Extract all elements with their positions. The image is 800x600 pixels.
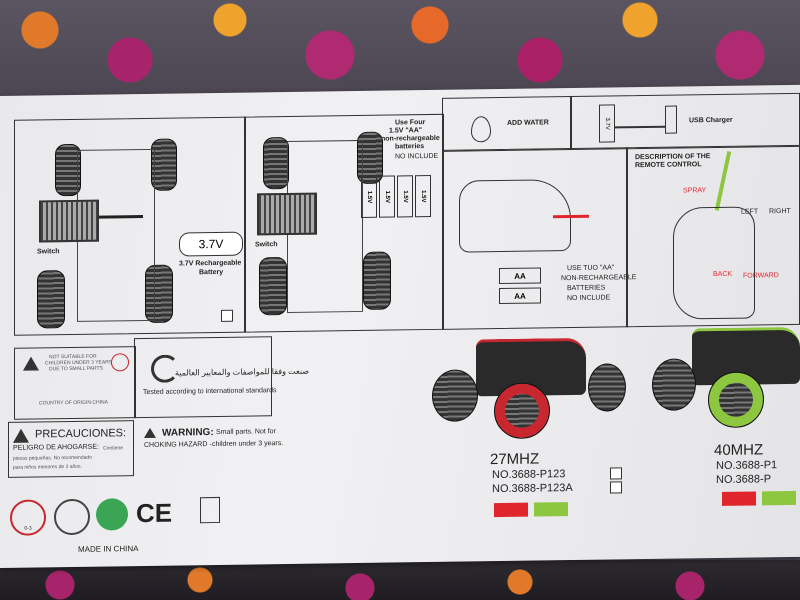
small-parts-warning: NOT SUITABLE FOR CHILDREN UNDER 3 YEARS …: [14, 346, 136, 420]
back-label: BACK: [713, 270, 733, 279]
wheel-icon: [263, 136, 289, 190]
right-label: RIGHT: [769, 207, 791, 216]
color-swatch-green: [762, 490, 796, 506]
usb-charger-label: USB Charger: [689, 116, 733, 125]
wheel-icon: [432, 369, 478, 422]
remote-controller-outline: [673, 206, 755, 320]
switch-label: Switch: [255, 241, 278, 249]
remote-description-title: DESCRIPTION OF THE: [635, 153, 711, 162]
standards-box: صنعت وفقا للمواصفات والمعايير العالمية T…: [134, 336, 309, 419]
aa-note: 1.5V "AA": [389, 127, 423, 135]
wheel-icon: [494, 382, 550, 440]
precauciones-line: piezas pequeñas. No recomendado: [13, 454, 92, 462]
no-children-icon: [111, 353, 129, 372]
country-line: COUNTRY OF ORIGIN:CHINA: [39, 399, 108, 407]
left-label: LEFT: [741, 208, 759, 216]
aa-note: Use Four: [395, 119, 426, 127]
battery-icon: 3.7V: [179, 231, 243, 257]
water-drop-icon: [471, 116, 491, 143]
battery-caption: 3.7V Rechargeable: [179, 259, 242, 268]
wheel-icon: [588, 363, 626, 412]
battery-pack-icon: [39, 199, 99, 243]
remote-description-panel: DESCRIPTION OF THE REMOTE CONTROL SPRAY …: [626, 144, 800, 328]
wheel-icon: [37, 270, 65, 329]
aa-cell: 1.5V: [361, 175, 377, 218]
controller-battery-caption: NO INCLUDE: [567, 294, 611, 303]
arrow-icon: [553, 214, 589, 219]
battery-caption: Battery: [199, 268, 224, 277]
battery-voltage-label: 3.7V: [198, 236, 224, 252]
product-frequency: 27MHZ: [490, 450, 540, 469]
wheel-icon: [363, 251, 391, 310]
precauciones-box: PRECAUCIONES: PELIGRO DE AHOGARSE: Conti…: [8, 420, 134, 478]
controller-battery-caption: BATTERIES: [567, 284, 606, 293]
recycle-icon: [54, 498, 90, 536]
aa-install-panel: Switch Use Four 1.5V "AA" non-rechargeab…: [244, 113, 444, 333]
aa-note: non-rechargeable: [381, 134, 440, 143]
standards-english: Tested according to international standa…: [143, 387, 277, 397]
aa-cell: 1.5V: [379, 175, 395, 218]
color-swatch-red: [494, 502, 528, 518]
add-water-label: ADD WATER: [507, 119, 549, 127]
product-frequency: 40MHZ: [714, 441, 764, 460]
aa-note: NO INCLUDE: [395, 152, 439, 161]
color-swatch-red: [722, 491, 756, 506]
battery-install-panel: Switch 3.7V 3.7V Rechargeable Battery: [14, 116, 246, 336]
ce-mark: CE: [136, 497, 173, 529]
switch-label: Switch: [37, 248, 60, 256]
precauciones-line: para niños menores de 3 años.: [13, 463, 82, 471]
antenna-icon: [714, 151, 732, 211]
precauciones-line: PELIGRO DE AHOGARSE:: [13, 443, 99, 452]
age-restriction-icon: 0-3: [10, 499, 46, 536]
arrow-icon: [99, 215, 143, 219]
green-dot-icon: [96, 498, 128, 531]
controller-battery-caption: USE TUO "AA": [567, 264, 615, 273]
choking-label: CHOKING HAZARD -: [144, 441, 212, 449]
warning-line: Small parts. Not for: [216, 428, 276, 436]
product-model: NO.3688-P1: [716, 459, 778, 473]
choking-line: children under 3 years.: [212, 440, 284, 449]
add-water-panel: ADD WATER: [442, 96, 572, 152]
model-checkbox[interactable]: [610, 481, 622, 494]
wheel-icon: [708, 371, 764, 429]
aa-cell: 1.5V: [397, 175, 413, 218]
aa-cell: 1.5V: [415, 174, 431, 218]
forward-label: FORWARD: [743, 272, 779, 280]
spray-label: SPRAY: [683, 187, 707, 195]
warning-triangle-icon: [144, 427, 156, 438]
aa-note: batteries: [395, 143, 425, 151]
usb-plug-icon: [665, 105, 677, 134]
color-swatch-green: [534, 502, 568, 517]
wheel-icon: [652, 358, 696, 411]
usb-battery-icon: 3.7V: [599, 104, 615, 143]
model-checkbox[interactable]: [610, 467, 622, 480]
aa-cell: AA: [499, 287, 541, 305]
fabric-background-bottom: [0, 560, 800, 600]
product-model: NO.3688-P123A: [492, 482, 573, 496]
standards-arabic: صنعت وفقا للمواصفات والمعايير العالمية: [175, 366, 310, 378]
product-model: NO.3688-P123: [492, 468, 566, 482]
usb-charger-panel: 3.7V USB Charger: [570, 92, 800, 151]
usb-cable-icon: [615, 125, 665, 129]
battery-pack-icon: [257, 192, 317, 236]
checkbox: [221, 309, 233, 322]
made-in-label: MADE IN CHINA: [78, 544, 139, 554]
aa-cell: AA: [499, 267, 541, 285]
precauciones-title: PRECAUCIONES:: [35, 427, 127, 441]
small-parts-line: DUE TO SMALL PARTS: [49, 365, 103, 373]
warning-triangle-icon: [23, 356, 39, 371]
remote-description-title: REMOTE CONTROL: [635, 161, 702, 170]
weee-bin-icon: [200, 496, 220, 524]
controller-batteries-panel: AA AA USE TUO "AA" NON-RECHARGEABLE BATT…: [442, 147, 636, 330]
product-model: NO.3688-P: [716, 473, 772, 487]
product-image-red-truck: [432, 331, 626, 440]
wheel-icon: [259, 256, 287, 316]
product-box: Switch 3.7V 3.7V Rechargeable Battery Sw…: [0, 84, 800, 569]
warning-title: WARNING:: [162, 427, 214, 439]
precauciones-line: Contiene: [103, 445, 124, 452]
product-image-green-truck: [652, 321, 800, 429]
warning-triangle-icon: [13, 428, 29, 443]
